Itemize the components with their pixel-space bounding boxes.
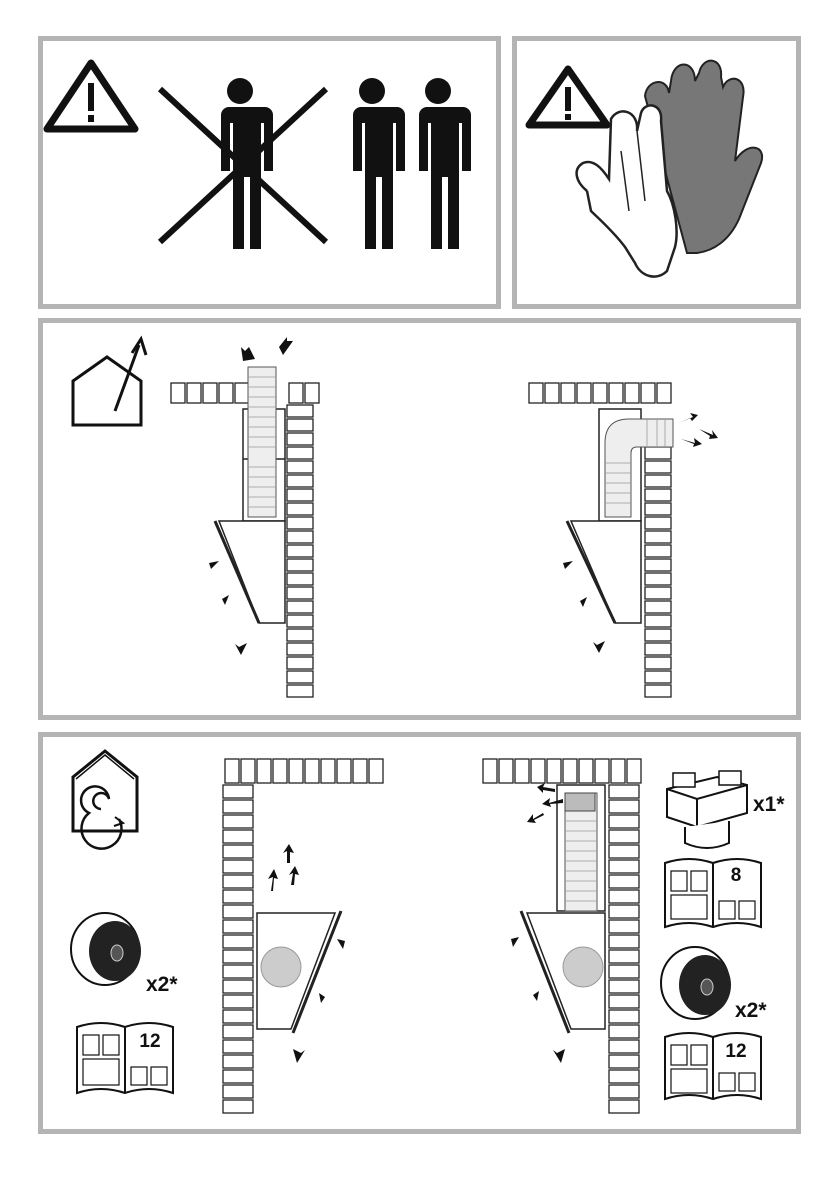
- house-recirculate-icon: [73, 751, 137, 849]
- manual-page-number: 12: [721, 1041, 751, 1063]
- house-vent-out-icon: [73, 339, 146, 425]
- white-glove-icon: [577, 105, 677, 276]
- gloves-illustration: [517, 41, 796, 304]
- manual-page-number: 8: [721, 865, 751, 887]
- adapter-quantity-label: x1*: [753, 793, 785, 817]
- warning-icon: [529, 69, 607, 125]
- adapter-icon: [667, 771, 747, 848]
- hood-body-left: [257, 911, 341, 1033]
- protective-gloves-panel: [512, 36, 801, 309]
- carbon-filter-icon: [71, 913, 141, 985]
- recirculating-installation-diagram: [43, 737, 796, 1129]
- ducted-installation-diagram: [43, 323, 796, 715]
- person-icon: [413, 78, 471, 249]
- warning-icon: [47, 63, 135, 129]
- person-icon: [347, 78, 405, 249]
- two-person-warning-panel: [38, 36, 501, 309]
- two-person-illustration: [43, 41, 496, 304]
- ducted-installation-panel: [38, 318, 801, 720]
- filter-quantity-label: x2*: [146, 973, 178, 997]
- hood-body-right: [567, 521, 641, 623]
- carbon-filter-icon: [661, 947, 731, 1019]
- chimney-duct-left: [243, 367, 285, 521]
- hood-body-left: [215, 521, 285, 623]
- filter-quantity-label: x2*: [735, 999, 767, 1023]
- chimney-duct-right: [557, 785, 605, 911]
- hood-body-right: [521, 911, 605, 1033]
- manual-page-number: 12: [135, 1031, 165, 1053]
- recirculating-installation-panel: x2* 12 x1* 8 x2* 12: [38, 732, 801, 1134]
